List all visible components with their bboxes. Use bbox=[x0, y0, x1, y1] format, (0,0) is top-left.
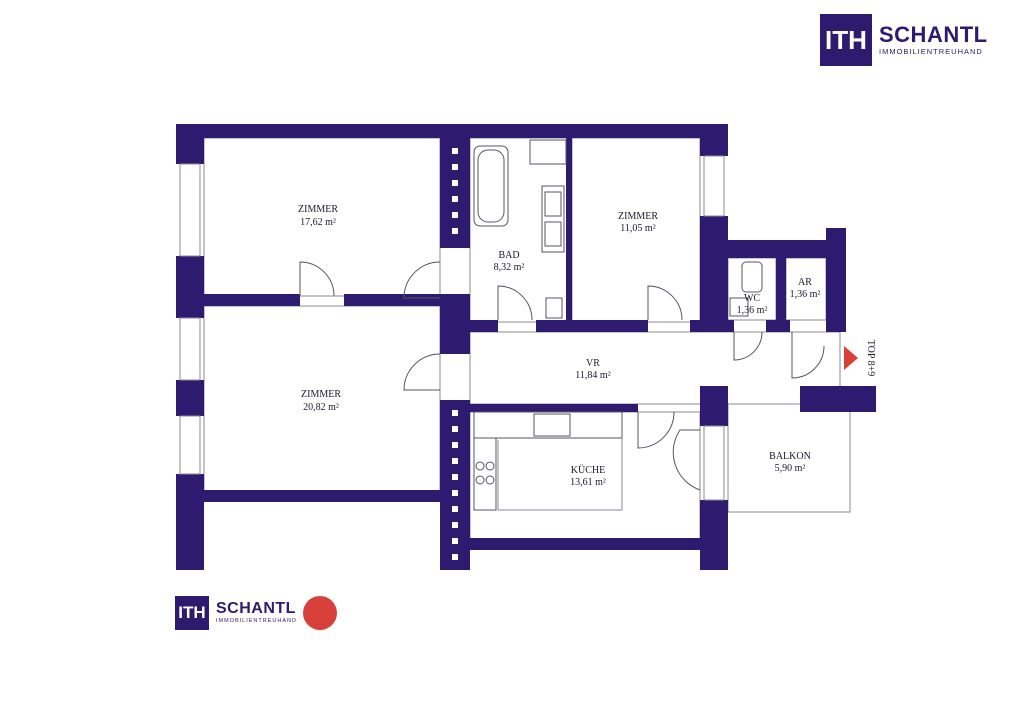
room-area-ar: 1,36 m² bbox=[790, 289, 821, 300]
brand-mark-icon: ITH bbox=[175, 596, 209, 630]
sink-double bbox=[541, 185, 565, 253]
interior-lines bbox=[203, 137, 851, 541]
fixtures bbox=[473, 139, 763, 511]
room-name-vr: VR bbox=[586, 358, 600, 369]
kitchen-counter bbox=[473, 411, 623, 439]
bathtub bbox=[473, 145, 509, 227]
brand-name: SCHANTL bbox=[879, 22, 988, 48]
room-area-bad: 8,32 m² bbox=[494, 262, 525, 273]
walls bbox=[176, 124, 876, 570]
brand-logo-top: ITH SCHANTL IMMOBILIENTREUHAND bbox=[820, 14, 988, 66]
washing-machine bbox=[545, 297, 563, 319]
room-area-zimmer-3: 11,05 m² bbox=[620, 223, 655, 234]
brand-name: SCHANTL bbox=[216, 600, 296, 618]
entrance-label: TOP 8+9 bbox=[865, 340, 876, 376]
room-area-zimmer-1: 17,62 m² bbox=[300, 217, 336, 228]
room-area-balkon: 5,90 m² bbox=[775, 463, 806, 474]
brand-logo-bottom: ITH SCHANTL IMMOBILIENTREUHAND bbox=[175, 596, 337, 630]
room-name-zimmer-2: ZIMMER bbox=[301, 389, 341, 400]
entrance-marker: TOP 8+9 bbox=[844, 340, 876, 376]
room-name-wc: WC bbox=[744, 293, 760, 304]
entrance-arrow-icon bbox=[844, 346, 858, 370]
room-name-ar: AR bbox=[798, 277, 812, 288]
kitchen-sink bbox=[533, 413, 571, 437]
toilet bbox=[741, 261, 763, 293]
shower bbox=[529, 139, 567, 165]
brand-tagline: IMMOBILIENTREUHAND bbox=[216, 618, 297, 625]
brand-tagline: IMMOBILIENTREUHAND bbox=[879, 47, 983, 57]
room-area-kueche: 13,61 m² bbox=[570, 477, 606, 488]
room-area-vr: 11,84 m² bbox=[575, 370, 610, 381]
room-area-zimmer-2: 20,82 m² bbox=[303, 402, 339, 413]
windows bbox=[179, 155, 725, 501]
wall-details bbox=[452, 148, 458, 560]
room-name-zimmer-3: ZIMMER bbox=[618, 211, 658, 222]
room-name-zimmer-1: ZIMMER bbox=[298, 204, 338, 215]
doors bbox=[299, 261, 825, 491]
room-name-balkon: BALKON bbox=[769, 451, 811, 462]
room-name-bad: BAD bbox=[498, 250, 519, 261]
brand-mark-icon: ITH bbox=[820, 14, 872, 66]
room-name-kueche: KÜCHE bbox=[571, 464, 605, 476]
room-area-wc: 1,36 m² bbox=[737, 305, 768, 316]
room-labels: ZIMMER 17,62 m² ZIMMER 20,82 m² BAD 8,32… bbox=[298, 204, 820, 488]
quality-seal-icon bbox=[302, 596, 337, 630]
